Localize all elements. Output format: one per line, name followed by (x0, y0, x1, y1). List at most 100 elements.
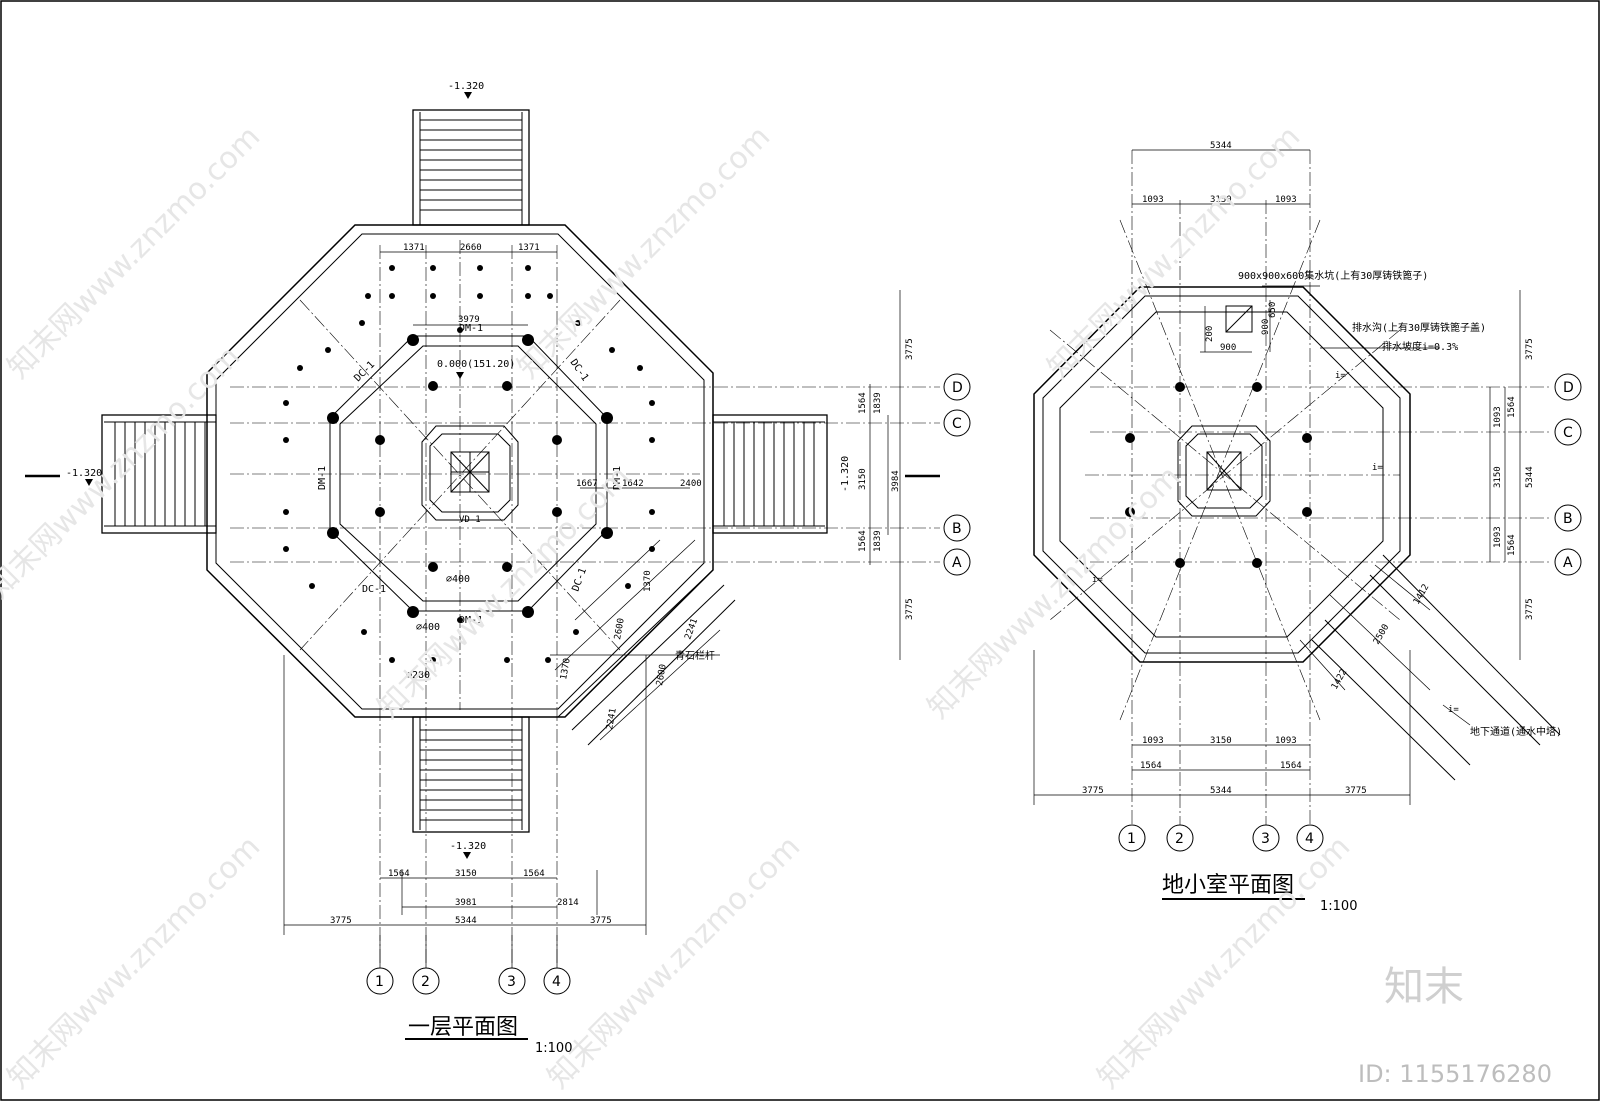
rdim-pit-1: 200 (1205, 326, 1215, 342)
dim-top-2: 2660 (460, 243, 482, 253)
rdim-right-3: 1093 (1493, 406, 1503, 428)
label-dm-top: DM-1 (459, 323, 483, 334)
axis-A-right: A (1563, 555, 1573, 571)
octagon-outer-wall (206, 224, 714, 718)
collection-pit (1225, 305, 1253, 333)
dim-mid-2: 1642 (622, 479, 644, 489)
axis-B-left: B (952, 521, 962, 537)
dim-right-5: 3984 (891, 470, 901, 492)
rdim-top-2: 3150 (1210, 195, 1232, 205)
dim-bot2-2: 2814 (557, 898, 579, 908)
rdim-bot3-3: 3775 (1345, 786, 1367, 796)
basement-axis-bubbles (1118, 373, 1582, 852)
axis-4-left: 4 (552, 974, 561, 990)
dim-right-7: 1564 (858, 530, 868, 552)
right-plan-scale: 1:100 (1320, 899, 1357, 914)
slope-mark-2: i= (1372, 463, 1383, 473)
elev-bottom: -1.320 (450, 841, 486, 852)
dim-diag-5: 2600 (655, 663, 669, 686)
center-elevation: 0.000(151.20) (437, 359, 515, 370)
dim-bot3-2: 5344 (455, 916, 477, 926)
elev-right: -1.320 (840, 456, 851, 492)
rdim-bot1-1: 1093 (1142, 736, 1164, 746)
dim-bot1-1: 1564 (388, 869, 410, 879)
label-dm-right: DM-1 (612, 466, 623, 490)
dim-top-1: 1371 (403, 243, 425, 253)
axis-A-left: A (952, 555, 962, 571)
columns-small (283, 265, 655, 663)
axis-1-left: 1 (375, 974, 384, 990)
axis-2-right: 2 (1175, 831, 1184, 847)
rdim-right-2: 1564 (1507, 396, 1517, 418)
basement-octagon-mid (1042, 295, 1401, 654)
axis-C-left: C (952, 416, 962, 432)
dim-top-3: 1371 (518, 243, 540, 253)
label-vd: VD-1 (459, 515, 481, 525)
dim-3979: 3979 (458, 315, 480, 325)
elev-top: -1.320 (448, 81, 484, 92)
stair-south (412, 716, 530, 833)
axis-2-left: 2 (421, 974, 430, 990)
left-plan-scale: 1:100 (535, 1041, 572, 1056)
label-phi400a: ∅400 (446, 574, 470, 585)
elevation-markers (85, 92, 472, 859)
rdim-pit-2: 900 (1220, 343, 1236, 353)
right-plan-title: 地小室平面图 (1162, 873, 1294, 898)
dim-mid-3: 2400 (680, 479, 702, 489)
southeast-railing (557, 569, 736, 746)
rdim-right-8: 3775 (1525, 598, 1535, 620)
ground-floor-plan (25, 92, 971, 1040)
dim-right-4: 3150 (858, 468, 868, 490)
dim-bot3-1: 3775 (330, 916, 352, 926)
rdim-bot1-2: 3150 (1210, 736, 1232, 746)
rdim-bot2-2: 1564 (1280, 761, 1302, 771)
brand-watermark: 知末 (1384, 964, 1464, 1010)
rdim-right-7: 1564 (1507, 534, 1517, 556)
dim-bot1-3: 1564 (523, 869, 545, 879)
basement-columns (1125, 382, 1312, 568)
axis-3-left: 3 (507, 974, 516, 990)
label-railing: 青石栏杆 (675, 649, 715, 662)
left-plan-text: -1.320 -1.320 -1.320 -1.320 0.000(151.20… (66, 81, 963, 1056)
rdim-bot3-1: 3775 (1082, 786, 1104, 796)
rdim-right-6: 1093 (1493, 526, 1503, 548)
rdim-top-1: 1093 (1142, 195, 1164, 205)
basement-axis-lines (1049, 150, 1550, 825)
label-dm-bottom: DM-1 (459, 615, 483, 626)
dim-bot2-1: 3981 (455, 898, 477, 908)
rdim-bot1-3: 1093 (1275, 736, 1297, 746)
rdim-pit-4: 650 (1268, 302, 1278, 318)
left-axis-bubbles (366, 373, 971, 995)
axis-D-right: D (1563, 380, 1574, 396)
left-dim-lines (25, 251, 940, 935)
rdim-top-total: 5344 (1210, 141, 1232, 151)
underground-tunnel (1311, 554, 1561, 781)
axis-B-right: B (1563, 511, 1573, 527)
axis-3-right: 3 (1261, 831, 1270, 847)
basement-dim-lines (1033, 149, 1521, 805)
dim-diag-3: 2600 (613, 617, 627, 640)
dim-bot3-3: 3775 (590, 916, 612, 926)
label-phi400b: ∅400 (416, 622, 440, 633)
dim-mid-1: 1667 (576, 479, 598, 489)
stair-east (712, 414, 828, 534)
note-drain-channel: 排水沟(上有30厚铸铁篦子盖) (1352, 321, 1486, 334)
basement-central-core (1177, 425, 1271, 517)
basement-octagon-outer (1033, 286, 1411, 663)
rdim-right-4: 3150 (1493, 466, 1503, 488)
image-id-text: ID: 1155176280 (1358, 1060, 1552, 1088)
note-collection-pit: 900x900x600集水坑(上有30厚铸铁篦子) (1238, 269, 1428, 282)
axis-4-right: 4 (1305, 831, 1314, 847)
dim-diag-1: 1370 (643, 570, 653, 592)
rdim-top-3: 1093 (1275, 195, 1297, 205)
label-dc-bl: DC-1 (362, 584, 386, 595)
dim-right-8: 3775 (905, 598, 915, 620)
dim-right-6: 1839 (873, 530, 883, 552)
note-drain-slope: 排水坡度i=0.3% (1382, 340, 1458, 353)
rdim-right-1: 3775 (1525, 338, 1535, 360)
label-phi280: ∅280 (406, 670, 430, 681)
slope-mark-3: i= (1092, 575, 1103, 585)
stair-west (101, 414, 217, 534)
